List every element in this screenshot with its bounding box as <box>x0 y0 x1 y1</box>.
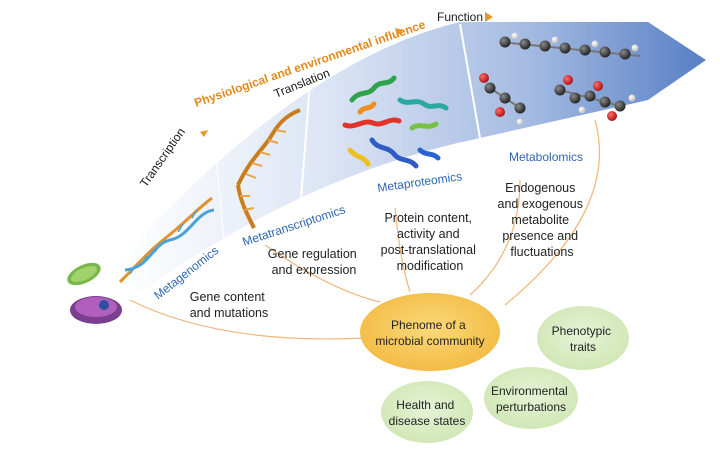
description-metabolomics: Endogenous and exogenous metabolite pres… <box>498 181 587 259</box>
dna-helix-icon <box>118 196 215 284</box>
panel-divider <box>214 149 226 249</box>
influence-arrow-icon <box>395 28 404 36</box>
connector-arcs <box>129 119 601 340</box>
phenotypic-traits-label: Phenotypic traits <box>552 324 615 354</box>
metabolite-molecules-icon <box>479 32 641 126</box>
rna-strand-icon <box>236 108 301 229</box>
phenome-oval <box>360 293 500 371</box>
omic-label-metaproteomics: Metaproteomics <box>376 169 462 195</box>
description-metaproteomics: Protein content, activity and post-trans… <box>381 211 480 273</box>
phenome-label: Phenome of a microbial community <box>375 318 484 348</box>
stage-arrow-icon <box>485 12 493 22</box>
cell-icon <box>67 262 122 324</box>
health-disease-label: Health and disease states <box>389 398 466 428</box>
protein-structure-icon <box>342 75 449 169</box>
description-metagenomics: Gene content and mutations <box>190 290 269 320</box>
environmental-perturbations-oval <box>484 367 578 429</box>
panel-divider <box>459 23 481 139</box>
stage-label-function: Function <box>437 10 483 24</box>
omic-label-metabolomics: Metabolomics <box>509 150 583 164</box>
description-metatranscriptomics: Gene regulation and expression <box>268 247 360 277</box>
phenotypic-traits-oval <box>537 306 629 370</box>
health-disease-oval <box>381 381 473 443</box>
stage-label-transcription: Transcription <box>137 125 188 189</box>
panel-divider <box>299 81 311 213</box>
environmental-perturbations-label: Environmental perturbations <box>491 384 571 414</box>
stage-arrow-icon <box>200 130 208 137</box>
